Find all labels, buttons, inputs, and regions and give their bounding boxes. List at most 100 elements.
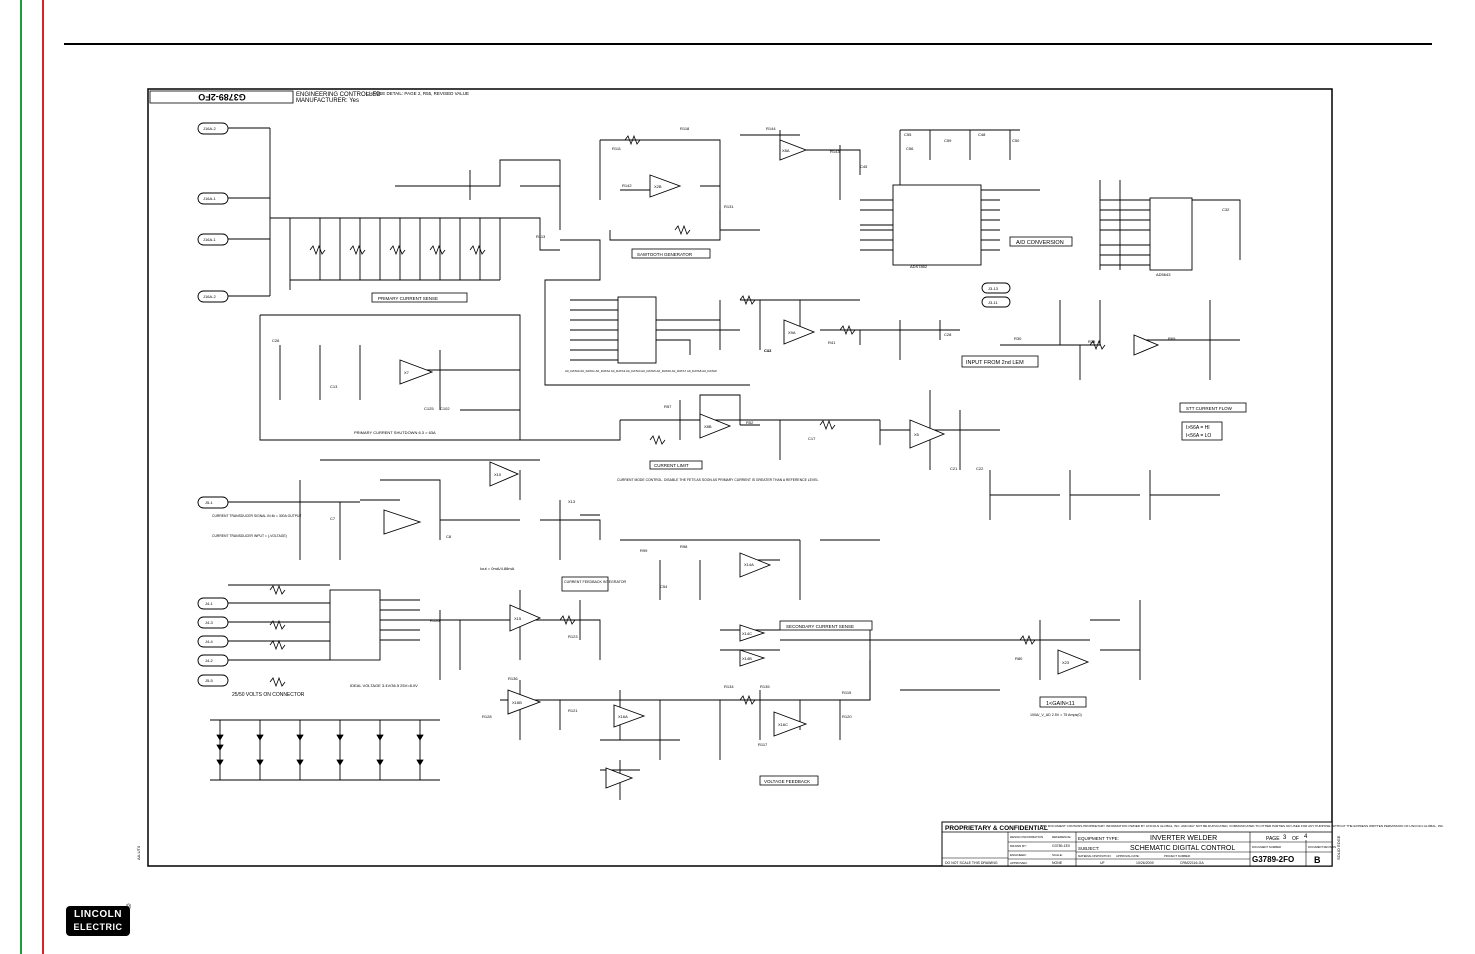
resistor-symbols [269, 134, 1106, 706]
res-r113: R113 [536, 234, 546, 239]
opamp-x15: X15 [514, 616, 522, 621]
logo-reg-mark: ® [126, 904, 132, 911]
title-material: UF [1100, 861, 1105, 865]
cap-c13: C13 [330, 384, 338, 389]
res-r99: R99 [640, 548, 648, 553]
res-r41: R41 [828, 340, 836, 345]
label-input-2nd-lem: INPUT FROM 2nd LEM [966, 360, 1024, 366]
left-connectors [197, 122, 1011, 687]
opamp-x14a: X14A [744, 562, 754, 567]
opamp-x13: X13 [568, 499, 576, 504]
label-boxes [371, 236, 1247, 786]
note-primary-shutdown: PRIMARY CURRENT SHUTDOWN 6.3 = 63A [354, 430, 436, 435]
note-iout: Iout = 0mA/4.88mA [480, 566, 515, 571]
title-do-not-scale: DO NOT SCALE THIS DRAWING [945, 861, 998, 865]
chip-list-label: A0_DATA0 A0_DATA1 A0_DATA2 A0_DATA3 A0_D… [565, 369, 717, 373]
title-equipment-type-label: EQUIPMENT TYPE: [1078, 836, 1119, 841]
title-material-label: MATERIAL DISPOSITION: [1078, 854, 1111, 858]
res-r120: R120 [842, 714, 852, 719]
title-subject-label: SUBJECT: [1078, 846, 1099, 851]
lincoln-electric-logo: LINCOLN ELECTRIC ® [66, 904, 132, 936]
drawing-frame [147, 88, 1333, 867]
label-voltage-feedback: VOLTAGE FEEDBACK [764, 779, 810, 784]
res-r131: R131 [724, 204, 734, 209]
res-r136: R136 [508, 676, 518, 681]
title-doc-number: G3789-2FO [1252, 855, 1294, 864]
opamp-symbols [383, 139, 1160, 789]
conn-label-5: J5-1 [205, 500, 214, 505]
rotated-doc-number: G3789-2FO [198, 92, 246, 102]
title-approved-label: APPROVED: [1010, 861, 1028, 865]
opamp-x14b: X14B [742, 656, 752, 661]
res-r123: R123 [568, 634, 578, 639]
title-approval-date: 10/26/2009 [1136, 861, 1154, 865]
conn-label-r2: J3-11 [988, 300, 998, 305]
cap-c17: C17 [808, 436, 816, 441]
res-r57: R57 [664, 404, 672, 409]
note-transducer-input: CURRENT TRANSDUCER INPUT = (-VOLTAGE) [212, 534, 287, 538]
title-reference: G3789-1E0 [1052, 844, 1070, 848]
title-revision: B [1314, 855, 1321, 865]
opamp-x5: X5 [914, 432, 920, 437]
conn-label-1: J16A-2 [203, 126, 216, 131]
title-doc-number-label: DOCUMENT NUMBER [1252, 845, 1281, 849]
conn-label-2: J16A-1 [203, 196, 216, 201]
res-r30: R30 [1014, 336, 1022, 341]
cap-c12: C12 [764, 348, 772, 353]
cap-c22: C22 [976, 466, 984, 471]
header-box: G3789-2FO ENGINEERING CONTROLLED MANUFAC… [149, 90, 469, 104]
title-reference-label: REFERENCE: [1052, 835, 1072, 839]
conn-label-8: J4-4 [205, 639, 214, 644]
block-labels: PRIMARY CURRENT SENSE SAWTOOTH GENERATOR… [378, 240, 1233, 784]
res-r143: R143 [830, 149, 840, 154]
label-ad-conversion: A/D CONVERSION [1016, 240, 1064, 246]
opamp-x16c: X16C [778, 722, 788, 727]
res-r117: R117 [758, 742, 768, 747]
label-current-feedback-integrator: CURRENT FEEDBACK INTEGRATOR [564, 580, 627, 584]
label-logic-lo: I<56A = LO [1186, 433, 1211, 439]
conn-label-10: J5-5 [205, 678, 214, 683]
conn-label-6: J4-1 [205, 601, 214, 606]
left-accent-red [42, 0, 44, 954]
title-proprietary: PROPRIETARY & CONFIDENTIAL [945, 825, 1048, 832]
res-r111: R111 [612, 146, 622, 151]
res-r134: R134 [724, 684, 734, 689]
title-block: PROPRIETARY & CONFIDENTIAL THIS DOCUMENT… [941, 821, 1444, 867]
manufacturer-yes: MANUFACTURER: Yes [296, 98, 359, 104]
res-r38: R38 [1088, 339, 1096, 344]
title-page-label: PAGE [1266, 836, 1280, 842]
title-page-num: 3 [1283, 835, 1287, 841]
zener-row [216, 734, 424, 766]
note-vad: 100A/_V_AD 2.5V = 75 Amps(0) [1030, 713, 1082, 717]
note-ideal-voltage: IDEAL VOLTAGE 3.4V/36.5 25V=8.0V [350, 683, 418, 688]
header-rule [64, 43, 1432, 45]
title-page-of: OF [1292, 836, 1299, 842]
title-revision-label: DOCUMENT REVISION [1308, 845, 1336, 849]
res-r121: R121 [568, 708, 578, 713]
cap-c55: C55 [904, 132, 912, 137]
res-r128: R128 [482, 714, 492, 719]
cap-c41: C41 [764, 348, 772, 353]
res-r98: R98 [680, 544, 688, 549]
opamp-x23: X23 [1062, 660, 1070, 665]
res-r142: R142 [622, 183, 632, 188]
title-project-label: PROJECT NUMBER: [1164, 854, 1191, 858]
change-detail: CHANGE DETAIL: PAGE 2, R55, REVISED VALU… [366, 91, 469, 96]
title-page-total: 4 [1304, 834, 1308, 840]
component-designators: ADS7852 AD5643 A0_DATA0 A0_DATA1 A0_DATA… [272, 126, 1230, 747]
title-drawn-by-label: DRAWN BY: [1010, 844, 1027, 848]
opamp-x10: X10 [494, 472, 502, 477]
cap-c50: C50 [1012, 138, 1020, 143]
opamp-x7: X7 [404, 370, 410, 375]
res-r80: R80 [1015, 656, 1023, 661]
wiring [210, 127, 1241, 800]
cap-c8: C8 [446, 534, 452, 539]
eng-controlled: ENGINEERING CONTROLLED [296, 92, 381, 98]
cap-c59: C59 [944, 138, 952, 143]
title-approval-label: APPROVAL DATE: [1116, 854, 1140, 858]
side-label-right: SOLID EDGE [1336, 835, 1341, 860]
opamp-x8b: X8B [704, 424, 712, 429]
cap-c45: C45 [860, 164, 868, 169]
chip-u10-label: ADS7852 [910, 264, 928, 269]
